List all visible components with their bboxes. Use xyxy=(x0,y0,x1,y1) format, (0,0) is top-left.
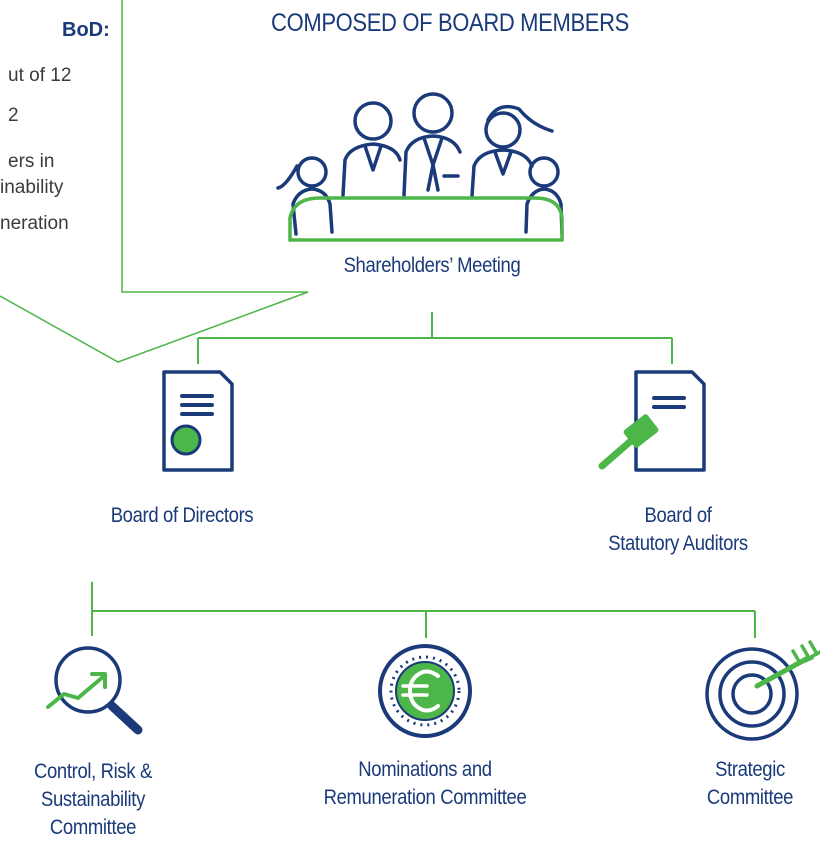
callout-line-4: inability xyxy=(0,177,64,198)
statutory-auditors-label: Board of Statutory Auditors xyxy=(564,502,793,558)
nominations-line-2: Remuneration Committee xyxy=(323,786,527,809)
document-gavel-icon xyxy=(598,370,706,472)
statutory-auditors-line-1: Board of xyxy=(644,504,712,527)
shareholders-meeting-label: Shareholders’ Meeting xyxy=(343,254,521,277)
callout-line-1: ut of 12 xyxy=(8,65,72,86)
control-risk-line-1: Control, Risk & xyxy=(34,760,152,783)
callout-border xyxy=(0,0,309,363)
callout-line-3: ers in xyxy=(8,151,55,172)
control-risk-line-2: Sustainability xyxy=(41,788,145,811)
page-title: COMPOSED OF BOARD MEMBERS xyxy=(271,9,629,37)
callout-title: BoD: xyxy=(62,19,110,41)
statutory-auditors-line-2: Statutory Auditors xyxy=(608,532,748,555)
strategic-line-2: Committee xyxy=(706,786,794,809)
target-arrow-icon xyxy=(705,640,820,741)
nominations-label: Nominations and Remuneration Committee xyxy=(289,756,562,812)
callout-line-2: 2 xyxy=(8,105,19,126)
callout-line-5: neration xyxy=(0,213,69,234)
board-of-directors-label: Board of Directors xyxy=(110,504,254,527)
people-group-icon xyxy=(276,92,564,242)
control-risk-line-3: Committee xyxy=(49,816,137,839)
nominations-line-1: Nominations and xyxy=(358,758,492,781)
euro-coin-icon xyxy=(378,644,472,738)
magnifier-chart-icon xyxy=(46,646,143,735)
strategic-label: Strategic Committee xyxy=(675,756,820,812)
strategic-line-1: Strategic xyxy=(715,758,785,781)
document-seal-icon xyxy=(162,370,234,472)
control-risk-label: Control, Risk & Sustainability Committee xyxy=(0,758,194,842)
